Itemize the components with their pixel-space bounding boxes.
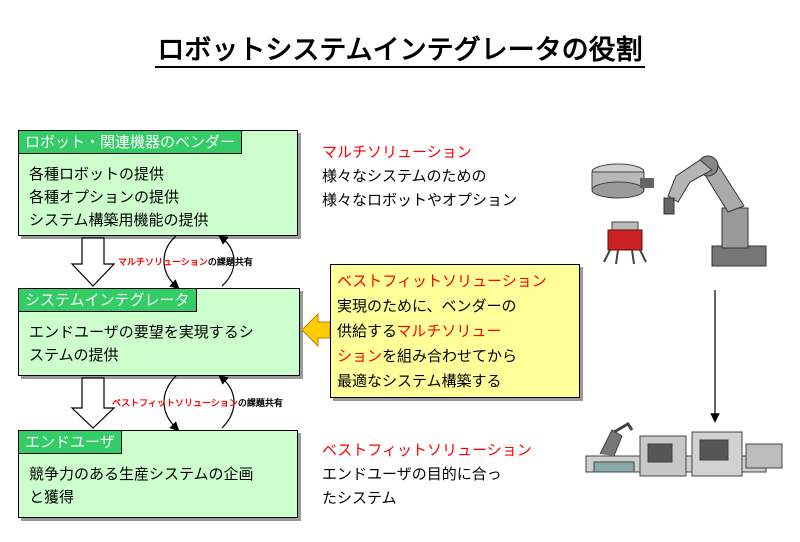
vendor-box-body: 各種ロボットの提供 各種オプションの提供 システム構築用機能の提供 <box>29 163 209 232</box>
bestfit-solution-line-2: たシステム <box>322 489 397 507</box>
vendor-line-1: 各種ロボットの提供 <box>29 165 165 183</box>
multi-solution-title: マルチソリューション <box>322 143 472 161</box>
integrator-line-1: エンドユーザの要望を実現するシ <box>29 323 254 341</box>
loop-arrow-top-down <box>163 235 180 290</box>
bestfit-solution-title: ベストフィットソリューション <box>322 441 532 459</box>
loop-label-bottom: ベストフィットソリューションの課題共有 <box>112 399 283 409</box>
vendor-line-2: 各種オプションの提供 <box>29 188 180 206</box>
gripper-illustration <box>591 163 654 199</box>
production-line-illustration <box>585 422 783 477</box>
enduser-box-body: 競争力のある生産システムの企画 と獲得 <box>29 463 254 509</box>
multi-solution-line-2: 様々なロボットやオプション <box>322 191 518 209</box>
bestfit-callout-line-2: 供給するマルチソリュー <box>337 322 502 340</box>
bestfit-callout-line-1: 実現のために、ベンダーの <box>337 297 517 315</box>
robot-arm-illustration <box>663 155 767 267</box>
vendor-line-3: システム構築用機能の提供 <box>29 211 209 229</box>
loop-label-top: マルチソリューションの課題共有 <box>118 258 253 268</box>
integrator-line-2: ステムの提供 <box>29 346 119 364</box>
integrator-box: システムインテグレータ エンドユーザの要望を実現するシ ステムの提供 <box>18 288 300 376</box>
down-arrow-integrator-to-enduser <box>70 377 116 429</box>
red-gripper-illustration <box>603 221 647 265</box>
enduser-box-header: エンドユーザ <box>19 431 122 454</box>
bestfit-callout-title: ベストフィットソリューション <box>337 272 547 290</box>
vendor-box-header: ロボット・関連機器のベンダー <box>19 131 243 154</box>
loop-arrow-top-up <box>218 235 235 287</box>
bestfit-callout-line-4: 最適なシステム構築する <box>337 372 502 390</box>
enduser-line-2: と獲得 <box>29 488 75 506</box>
bestfit-solution-block: ベストフィットソリューション エンドユーザの目的に合っ たシステム <box>322 438 532 510</box>
bestfit-callout-line-3: ションを組み合わせてから <box>337 347 518 365</box>
loop-arrow-bottom-down <box>163 375 180 432</box>
enduser-line-1: 競争力のある生産システムの企画 <box>29 465 254 483</box>
loop-arrow-bottom-up <box>218 374 235 429</box>
integrator-box-body: エンドユーザの要望を実現するシ ステムの提供 <box>29 321 254 367</box>
orange-arrow-to-integrator <box>301 312 331 348</box>
bestfit-solution-line-1: エンドユーザの目的に合っ <box>322 465 502 483</box>
vendor-box: ロボット・関連機器のベンダー 各種ロボットの提供 各種オプションの提供 システム… <box>18 130 298 236</box>
enduser-box: エンドユーザ 競争力のある生産システムの企画 と獲得 <box>18 430 298 518</box>
down-arrow-vendor-to-integrator <box>70 237 116 287</box>
multi-solution-block: マルチソリューション 様々なシステムのための 様々なロボットやオプション <box>322 140 517 212</box>
integrator-box-header: システムインテグレータ <box>19 289 197 312</box>
multi-solution-line-1: 様々なシステムのための <box>322 167 487 185</box>
bestfit-callout-box: ベストフィットソリューション 実現のために、ベンダーの 供給するマルチソリュー … <box>330 264 580 398</box>
page-title: ロボットシステムインテグレータの役割 <box>155 35 645 68</box>
